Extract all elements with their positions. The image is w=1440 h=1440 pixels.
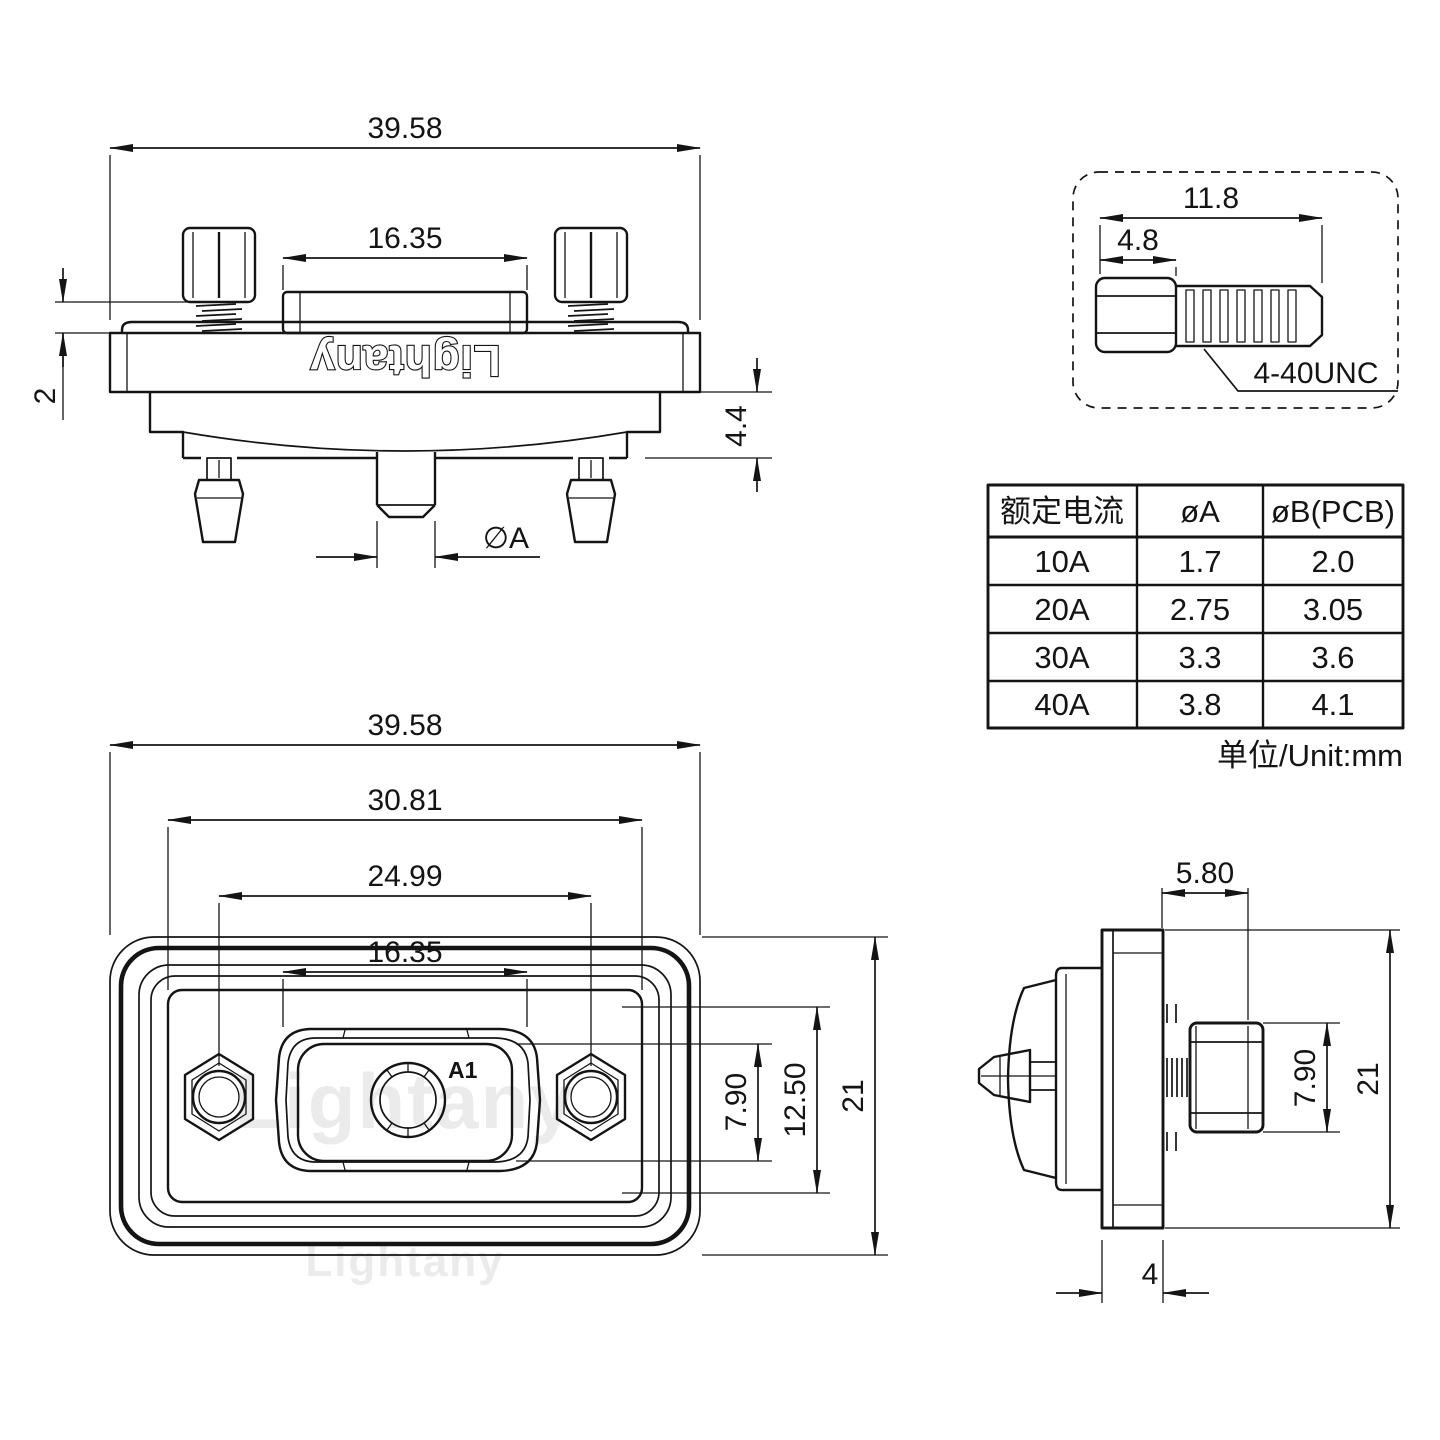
cell-dia-a: 2.75 <box>1170 592 1230 627</box>
dim-label: 39.58 <box>367 709 442 742</box>
dim-label: 4 <box>1142 1258 1159 1291</box>
mounting-plate <box>1100 928 1165 1230</box>
dim-label: 24.99 <box>367 860 442 893</box>
cell-dia-a: 3.3 <box>1178 640 1221 675</box>
gasket-outer <box>138 964 672 1228</box>
cell-dia-a: 3.8 <box>1178 687 1221 722</box>
power-pin <box>375 452 437 519</box>
dim-face-insert-height: 12.50 <box>622 1006 830 1194</box>
dim-side-total-height: 21 <box>1165 929 1400 1229</box>
thumbscrew-right <box>553 226 629 332</box>
dim-label: ∅A <box>483 522 529 555</box>
dim-label: 16.35 <box>367 936 442 969</box>
cell-dia-b: 2.0 <box>1311 544 1354 579</box>
cell-dia-b: 4.1 <box>1311 687 1354 722</box>
dim-face-screw-spacing: 24.99 <box>218 860 592 1066</box>
hex-nut-left <box>183 1052 255 1142</box>
mating-face-view: Lightany Lightany <box>109 709 888 1286</box>
contact-a1-label: A1 <box>448 1057 478 1083</box>
table-header-current: 额定电流 <box>1000 494 1124 529</box>
detail-frame <box>1072 171 1399 409</box>
cell-current: 10A <box>1034 544 1089 579</box>
cell-dia-b: 3.05 <box>1303 592 1363 627</box>
snap-clip-side <box>977 1048 1057 1104</box>
unit-note: 单位/Unit:mm <box>1217 738 1403 773</box>
cell-current: 30A <box>1034 640 1089 675</box>
body-behind-plate <box>1006 966 1102 1192</box>
dsub-shroud <box>281 290 529 335</box>
dim-face-total-width: 39.58 <box>109 709 701 935</box>
spring-left <box>195 303 243 332</box>
brand-logo-molded: Lightany <box>309 336 500 385</box>
snap-clip-right <box>565 457 617 544</box>
flange-lip <box>120 320 690 333</box>
dim-label: 16.35 <box>367 222 442 255</box>
table-row: 30A 3.3 3.6 <box>1034 640 1354 675</box>
dim-label: 12.50 <box>779 1062 812 1137</box>
front-elevation-view: Lightany <box>29 112 772 568</box>
dim-screw-total-length: 11.8 <box>1099 182 1323 283</box>
dim-label: 7.90 <box>720 1073 753 1131</box>
jackscrew-side <box>1166 1004 1265 1151</box>
thumbscrew-left <box>181 226 257 332</box>
dim-label: 30.81 <box>367 784 442 817</box>
dim-label: 21 <box>1352 1062 1385 1095</box>
side-view: 5.80 21 7.90 4 <box>977 857 1400 1303</box>
cell-current: 40A <box>1034 687 1089 722</box>
jackscrew-detail-view: 11.8 4.8 4-40UNC <box>1072 171 1399 409</box>
table-row: 40A 3.8 4.1 <box>1034 687 1354 722</box>
dim-face-opening-height: 7.90 <box>516 1043 772 1162</box>
thread-spec-label: 4-40UNC <box>1253 357 1378 390</box>
table-row: 20A 2.75 3.05 <box>1034 592 1363 627</box>
dim-label: 4.8 <box>1117 224 1159 257</box>
housing-outline <box>109 936 701 1256</box>
dim-label: 39.58 <box>367 112 442 145</box>
dim-rear-depth: 4.4 <box>645 358 772 492</box>
housing-shell <box>118 945 692 1247</box>
dim-label: 21 <box>837 1079 870 1112</box>
cell-dia-a: 1.7 <box>1178 544 1221 579</box>
table-row: 10A 1.7 2.0 <box>1034 544 1354 579</box>
dim-side-front-projection: 5.80 <box>1161 857 1249 1020</box>
dim-face-shroud-width: 16.35 <box>282 936 528 1027</box>
dim-face-total-height: 21 <box>702 936 888 1256</box>
hex-nut-right <box>555 1052 627 1142</box>
table-header-dia-b: øB(PCB) <box>1271 494 1395 529</box>
rear-body <box>148 392 662 460</box>
body-arc <box>182 431 628 452</box>
insert-panel <box>166 988 644 1204</box>
dim-label: 7.90 <box>1289 1049 1322 1107</box>
dim-label: 4.4 <box>720 405 753 447</box>
cell-dia-b: 3.6 <box>1311 640 1354 675</box>
spring-right <box>567 303 615 332</box>
cell-current: 20A <box>1034 592 1089 627</box>
dim-label: 11.8 <box>1183 182 1239 215</box>
dim-pin-diameter: ∅A <box>316 521 540 568</box>
power-contact <box>369 1061 447 1139</box>
dim-label: 5.80 <box>1176 857 1234 890</box>
snap-clip-left <box>193 457 245 544</box>
screw-thread-shank <box>1176 284 1324 348</box>
dim-label: 2 <box>29 388 62 405</box>
dim-side-plate-thickness: 4 <box>1056 1240 1209 1303</box>
dim-front-total-width: 39.58 <box>109 112 701 320</box>
gasket-inner <box>150 975 660 1217</box>
dim-side-nut-height: 7.90 <box>1263 1022 1340 1133</box>
thread-spec-callout: 4-40UNC <box>1203 348 1398 392</box>
table-header-dia-a: øA <box>1180 494 1220 529</box>
dim-washer-gap: 2 <box>29 268 196 420</box>
dim-screw-head-length: 4.8 <box>1099 224 1177 276</box>
spec-table: 额定电流 øA øB(PCB) 10A 1.7 2.0 20A 2.75 3.0… <box>986 483 1405 773</box>
screw-hex-head <box>1094 276 1178 354</box>
dim-front-shroud-width: 16.35 <box>282 222 528 290</box>
dim-face-panel-width: 30.81 <box>167 784 643 990</box>
